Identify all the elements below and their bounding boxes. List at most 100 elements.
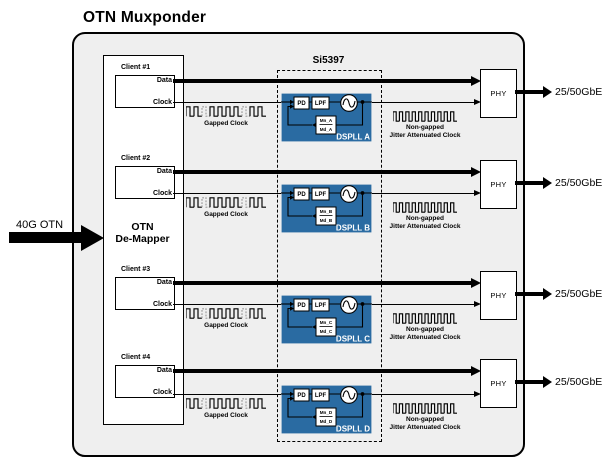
phy-output-line: [515, 292, 543, 296]
data-line: [173, 170, 471, 174]
phy-output-arrowhead-icon: [543, 287, 552, 300]
client-label: Client #4: [121, 354, 151, 361]
nongapped-label-line2: Jitter Attenuated Clock: [389, 223, 461, 230]
lpf-box: [311, 298, 330, 312]
pd-box: [293, 187, 310, 201]
nongapped-label-line2: Jitter Attenuated Clock: [389, 334, 461, 341]
feedback-line: [336, 102, 364, 126]
m-denominator-label: Md_B: [320, 218, 333, 223]
data-arrowhead-icon: [471, 277, 481, 288]
client-label: Client #3: [121, 266, 151, 273]
lpf-label: LPF: [315, 192, 327, 198]
output-rate-label: 25/50GbE: [555, 86, 603, 98]
data-port-label: Data: [156, 77, 172, 84]
data-arrowhead-icon: [471, 166, 481, 177]
pd-ref-arrowhead-icon: [290, 99, 294, 105]
pd-ref-arrowhead-icon: [290, 391, 294, 397]
lpf-box: [311, 96, 330, 110]
nongapped-clock-waveform-icon: [393, 403, 457, 414]
data-line: [173, 281, 471, 285]
gapped-clock-waveform-icon: [186, 197, 266, 208]
m-numerator-label: Mn_A: [320, 118, 333, 123]
feedback-line: [336, 193, 364, 217]
si5397-chip-label: Si5397: [312, 55, 345, 66]
phy-box: PHY: [480, 69, 517, 118]
dspll-block: PD LPF Mn_C Md_C DSPLL C: [281, 295, 372, 344]
dspll-label: DSPLL C: [336, 335, 370, 344]
clock-port-label: Clock: [152, 389, 172, 396]
pd-fb-arrowhead-icon: [290, 195, 294, 200]
feedback-return-line: [287, 105, 312, 126]
clock-port-label: Clock: [152, 190, 172, 197]
dspll-label: DSPLL D: [336, 425, 370, 434]
nongapped-label-line1: Non-gapped: [406, 326, 444, 333]
lpf-label: LPF: [315, 393, 327, 399]
gapped-clock-waveform-icon: [186, 308, 266, 319]
output-rate-label: 25/50GbE: [555, 177, 603, 189]
feedback-return-line: [287, 307, 312, 328]
client-box: Data Clock: [115, 277, 175, 310]
gapped-clock-label: Gapped Clock: [204, 120, 248, 127]
output-node-icon: [360, 100, 365, 104]
output-node-icon: [360, 191, 365, 195]
m-denominator-label: Md_A: [320, 127, 333, 132]
m-numerator-label: Mn_C: [320, 320, 333, 325]
pd-label: PD: [297, 192, 306, 198]
sine-wave-icon: [342, 98, 356, 108]
diagram-title: OTN Muxponder: [83, 9, 207, 26]
pd-fb-arrowhead-icon: [290, 104, 294, 109]
gapped-clock-waveform-icon: [186, 106, 266, 117]
client-box: Data Clock: [115, 75, 175, 108]
pd-fb-arrowhead-icon: [290, 306, 294, 311]
clock-port-label: Clock: [152, 301, 172, 308]
phy-box: PHY: [480, 359, 517, 408]
clock-arrowhead-icon: [474, 391, 481, 397]
m-divider-box: [315, 407, 337, 427]
data-line: [173, 369, 471, 373]
gapped-clock-waveform-icon: [186, 398, 266, 409]
attenuated-clock-line: [372, 304, 474, 306]
input-arrow: [9, 232, 81, 243]
nongapped-clock-waveform-icon: [393, 313, 457, 324]
divider-arrowhead-icon: [312, 414, 316, 420]
pd-ref-arrowhead-icon: [290, 190, 294, 196]
phy-output-line: [515, 380, 543, 384]
client-label: Client #1: [121, 64, 151, 71]
phy-output-line: [515, 181, 543, 185]
feedback-line: [336, 394, 364, 418]
phy-box: PHY: [480, 160, 517, 209]
pd-label: PD: [297, 303, 306, 309]
sine-wave-icon: [342, 300, 356, 310]
nongapped-clock-waveform-icon: [393, 111, 457, 122]
phy-box: PHY: [480, 271, 517, 320]
divider-arrowhead-icon: [312, 213, 316, 219]
dspll-label: DSPLL B: [336, 224, 370, 233]
pd-fb-arrowhead-icon: [290, 396, 294, 401]
si5397-chip-boundary: [277, 70, 382, 442]
dspll-block: PD LPF Mn_A Md_A DSPLL A: [281, 93, 372, 142]
gapped-clock-line: [173, 394, 281, 396]
gapped-clock-label: Gapped Clock: [204, 322, 248, 329]
data-port-label: Data: [156, 168, 172, 175]
nongapped-label-line1: Non-gapped: [406, 124, 444, 131]
clock-port-label: Clock: [152, 99, 172, 106]
dspll-block: PD LPF Mn_D Md_D DSPLL D: [281, 385, 372, 434]
lpf-box: [311, 187, 330, 201]
attenuated-clock-line: [372, 394, 474, 396]
client-box: Data Clock: [115, 166, 175, 199]
phy-output-line: [515, 90, 543, 94]
nongapped-label-line1: Non-gapped: [406, 416, 444, 423]
gapped-clock-line: [173, 102, 281, 104]
gapped-clock-line: [173, 304, 281, 306]
pd-ref-arrowhead-icon: [290, 301, 294, 307]
data-line: [173, 79, 471, 83]
client-label: Client #2: [121, 155, 151, 162]
nongapped-clock-waveform-icon: [393, 202, 457, 213]
gapped-clock-line: [173, 193, 281, 195]
pd-box: [293, 388, 310, 402]
sine-wave-icon: [342, 189, 356, 199]
output-node-icon: [360, 302, 365, 306]
output-rate-label: 25/50GbE: [555, 288, 603, 300]
data-arrowhead-icon: [471, 75, 481, 86]
data-port-label: Data: [156, 279, 172, 286]
